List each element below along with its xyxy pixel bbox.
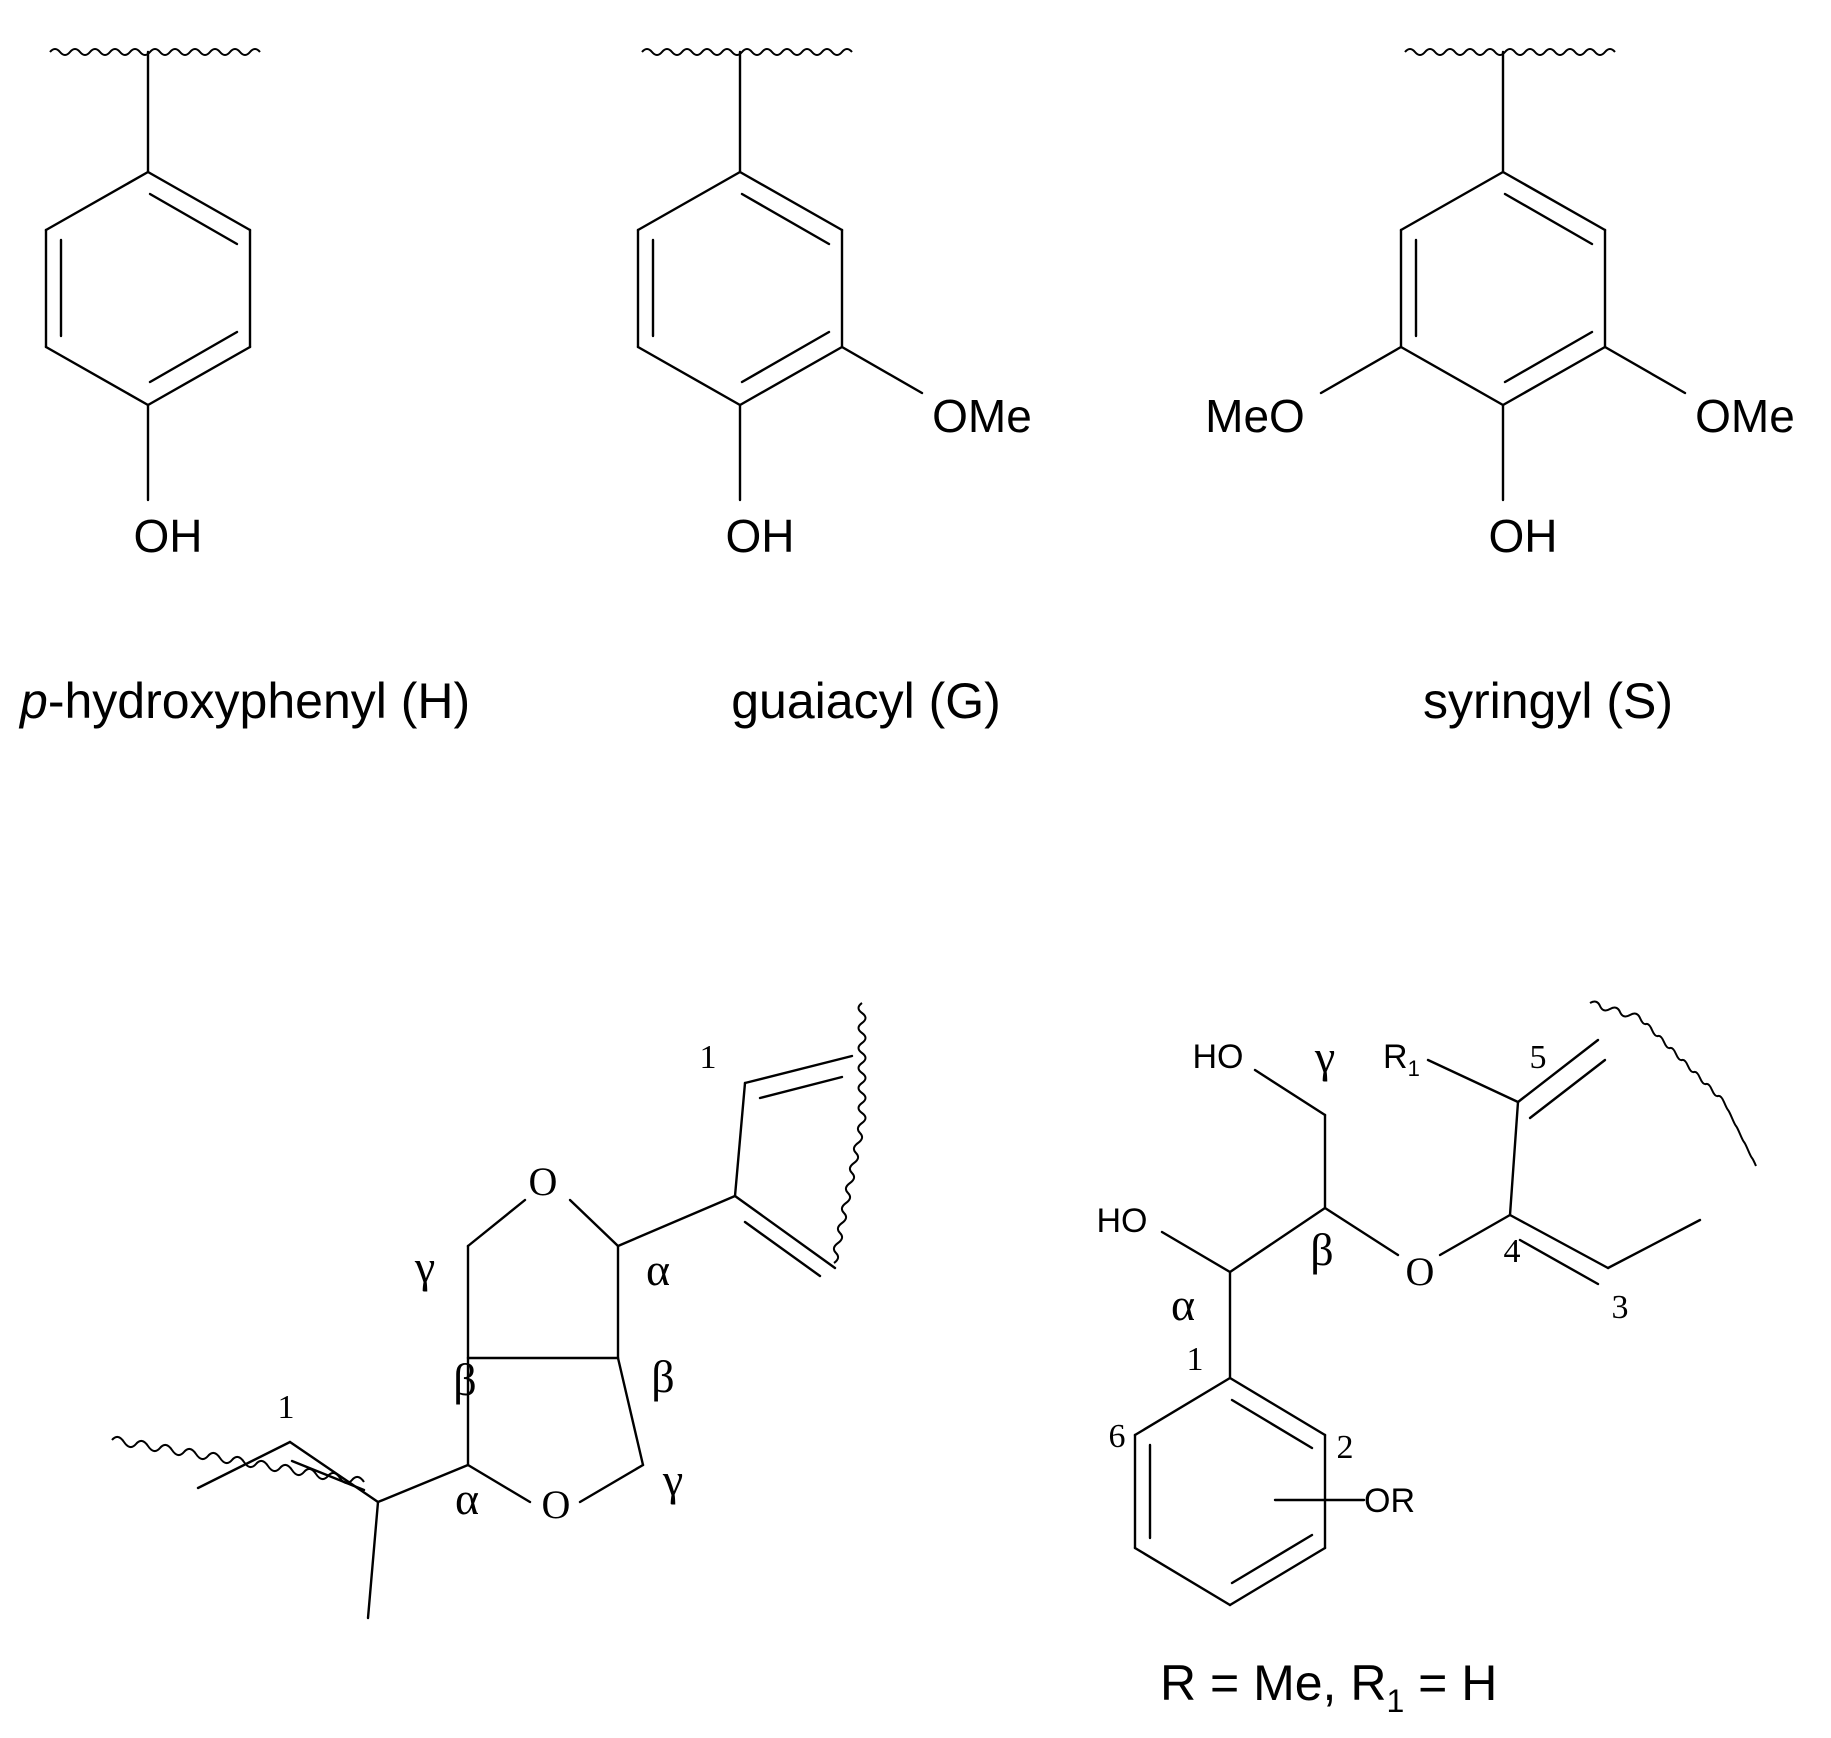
- resinol-num-top: 1: [700, 1039, 717, 1076]
- beta-o-4-r1-label: R1: [1383, 1038, 1420, 1081]
- beta-o-4-ho-alpha: HO: [1097, 1202, 1148, 1240]
- beta-o-4-wavy: [1589, 1000, 1757, 1167]
- s-ome-right-label: OMe: [1695, 390, 1795, 442]
- resinol-beta-left: β: [453, 1354, 476, 1405]
- h-unit-name-prefix: p: [18, 673, 48, 729]
- beta-o-4-gamma: γ: [1314, 1031, 1335, 1082]
- beta-o-4-caption: R = Me, R1 = H: [1160, 1655, 1497, 1719]
- g-oh-label: OH: [726, 510, 795, 562]
- beta-o-4-substructure: HO HO γ β α R1 O 5 4 3 1 2 6 OR R = Me, …: [1097, 1000, 1757, 1719]
- resinol-o-top: O: [529, 1159, 558, 1204]
- beta-o-4-beta: β: [1310, 1224, 1333, 1275]
- resinol-substructure: O O α α β β γ γ 1 1: [111, 1002, 867, 1620]
- syringyl-structure: OMe MeO OH syringyl (S): [1205, 48, 1795, 729]
- beta-o-4-ho-gamma: HO: [1193, 1038, 1244, 1076]
- guaiacyl-structure: OMe OH guaiacyl (G): [636, 48, 1032, 729]
- resinol-wavy-right: [832, 1002, 867, 1264]
- beta-o-4-num-3: 3: [1612, 1289, 1629, 1326]
- resinol-alpha-bottom: α: [455, 1473, 479, 1524]
- resinol-wavy-left: [111, 1436, 365, 1484]
- beta-o-4-num-1: 1: [1187, 1341, 1204, 1378]
- h-unit-name-rest: -hydroxyphenyl (H): [48, 673, 470, 729]
- g-bonds: [636, 50, 924, 502]
- beta-o-4-num-2: 2: [1337, 1429, 1354, 1466]
- polymer-chain-wavy-h: [49, 48, 261, 56]
- beta-o-4-num-6: 6: [1109, 1418, 1126, 1455]
- g-ome-label: OMe: [932, 390, 1032, 442]
- s-bonds: [1319, 50, 1687, 502]
- beta-o-4-r1-sub: 1: [1408, 1056, 1420, 1081]
- beta-o-4-caption-sub: 1: [1386, 1683, 1404, 1719]
- resinol-bonds: [196, 1054, 854, 1620]
- resinol-num-bottom: 1: [278, 1389, 295, 1426]
- g-unit-name: guaiacyl (G): [731, 673, 1001, 729]
- p-hydroxyphenyl-structure: OH p-hydroxyphenyl (H): [18, 48, 470, 729]
- beta-o-4-bonds: [1133, 1038, 1702, 1607]
- beta-o-4-caption-r: R = Me, R: [1160, 1655, 1386, 1711]
- s-meo-left-label: MeO: [1205, 390, 1305, 442]
- beta-o-4-or-label: OR: [1364, 1482, 1415, 1520]
- resinol-alpha-top: α: [646, 1244, 670, 1295]
- beta-o-4-num-5: 5: [1530, 1039, 1547, 1076]
- h-bonds: [44, 50, 252, 502]
- resinol-beta-right: β: [651, 1351, 674, 1402]
- resinol-gamma-right: γ: [662, 1454, 683, 1505]
- beta-o-4-caption-end: = H: [1404, 1655, 1497, 1711]
- polymer-chain-wavy-g: [641, 48, 853, 56]
- s-unit-name: syringyl (S): [1423, 673, 1673, 729]
- resinol-gamma-left: γ: [414, 1241, 435, 1292]
- beta-o-4-o-ether: O: [1406, 1249, 1435, 1294]
- beta-o-4-r1-base: R: [1383, 1038, 1408, 1076]
- beta-o-4-num-4: 4: [1504, 1233, 1521, 1270]
- polymer-chain-wavy-s: [1404, 48, 1616, 56]
- s-oh-label: OH: [1489, 510, 1558, 562]
- h-oh-label: OH: [134, 510, 203, 562]
- resinol-o-bottom: O: [542, 1482, 571, 1527]
- h-unit-name: p-hydroxyphenyl (H): [18, 673, 470, 729]
- beta-o-4-alpha: α: [1171, 1279, 1195, 1330]
